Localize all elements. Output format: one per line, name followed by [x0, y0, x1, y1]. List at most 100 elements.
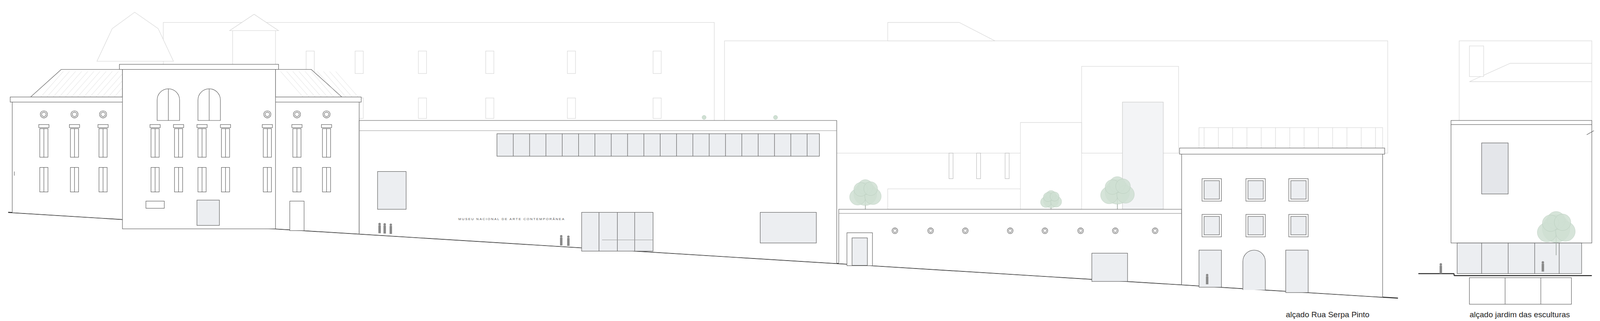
gate: [847, 232, 873, 266]
scale-figure: [378, 222, 381, 225]
background-window: [485, 97, 495, 119]
drawing-title: alçado jardim das esculturas: [1469, 310, 1570, 320]
terrace-rail: [1232, 127, 1233, 150]
round-window: [1007, 227, 1014, 234]
round-window: [892, 227, 898, 234]
round-window: [927, 227, 934, 234]
garden-glazing: [1457, 242, 1582, 274]
window-mullion: [627, 133, 628, 157]
window-mullion: [43, 128, 45, 158]
background-window: [567, 50, 576, 74]
round-window: [1079, 229, 1083, 233]
roof-hatch: [286, 71, 310, 97]
roof-hatch: [71, 71, 94, 97]
oculus: [40, 110, 48, 118]
window-mullion: [155, 167, 156, 193]
oculus: [265, 112, 270, 117]
window: [263, 167, 272, 193]
round-window: [962, 227, 969, 234]
window-cornice: [173, 124, 184, 128]
garden-block: [1450, 124, 1592, 243]
scale-figure: [567, 235, 570, 238]
window: [99, 167, 108, 193]
background-building: [1459, 40, 1592, 123]
background-window: [652, 97, 662, 119]
round-window: [893, 229, 897, 233]
window-cornice: [150, 124, 160, 128]
roof-hatch: [299, 71, 322, 97]
roof-hatch: [317, 71, 340, 97]
window-mullion: [296, 128, 298, 158]
window: [150, 167, 160, 193]
scale-figure: [389, 223, 393, 226]
slot-window: [1005, 152, 1010, 179]
door: [197, 200, 220, 226]
window-mullion: [1558, 242, 1560, 274]
round-window: [1077, 227, 1084, 234]
roof-hatch: [102, 71, 125, 97]
facade-joint: [359, 130, 837, 131]
window-mullion: [643, 133, 645, 157]
background-window: [355, 50, 364, 74]
roof-hatch: [280, 71, 303, 97]
entrance-glazing: [581, 212, 653, 251]
window-mullion: [102, 167, 104, 193]
window: [70, 128, 79, 158]
terrace-rail: [1346, 127, 1348, 150]
roof-hatch: [47, 71, 70, 97]
window-frame: [1245, 178, 1266, 202]
terrace-rail: [1275, 127, 1276, 150]
round-window: [963, 229, 968, 233]
background-window: [652, 50, 662, 74]
window: [322, 128, 331, 158]
window-mullion: [807, 133, 808, 157]
roof-hatch: [292, 71, 316, 97]
window: [322, 167, 331, 193]
window: [150, 128, 160, 158]
window-cornice: [220, 124, 231, 128]
round-window: [1113, 229, 1118, 233]
slot-window: [976, 152, 981, 179]
window-mullion: [267, 128, 268, 158]
background-window: [418, 97, 427, 119]
window: [174, 128, 183, 158]
window-mullion: [201, 167, 203, 193]
window: [70, 167, 79, 193]
window: [1247, 216, 1264, 235]
window-mullion: [529, 133, 530, 157]
round-window: [1042, 227, 1048, 234]
canopy-line: [602, 239, 653, 240]
ground-line: [1454, 275, 1593, 276]
window-mullion: [598, 212, 600, 251]
window: [174, 167, 183, 193]
window-mullion: [201, 128, 203, 158]
background-roof: [1469, 63, 1593, 82]
window: [197, 167, 207, 193]
tree-canopy: [863, 181, 878, 196]
basement-division: [1505, 277, 1506, 305]
oculus: [324, 112, 329, 117]
scale-figure: [378, 225, 381, 233]
window-mullion: [562, 133, 563, 157]
roof-hatch: [52, 71, 76, 97]
window-mullion: [725, 133, 726, 157]
terrace-rail: [1203, 127, 1205, 150]
terrace-rail: [1303, 127, 1305, 150]
round-window: [929, 229, 933, 233]
window: [1481, 142, 1509, 194]
scale-figure: [1541, 263, 1545, 272]
background-window: [567, 97, 576, 119]
window-mullion: [326, 128, 327, 158]
door: [1199, 250, 1222, 288]
scale-figure: [1205, 276, 1209, 285]
window-mullion: [326, 167, 327, 193]
lamp: [14, 171, 15, 176]
oculus: [263, 110, 271, 118]
window: [1247, 180, 1264, 199]
background-building: [887, 22, 995, 41]
roof-hatch: [77, 71, 100, 97]
tree-canopy: [1115, 178, 1131, 194]
terrace-rail: [1289, 127, 1290, 150]
museum-facade: [359, 120, 837, 264]
